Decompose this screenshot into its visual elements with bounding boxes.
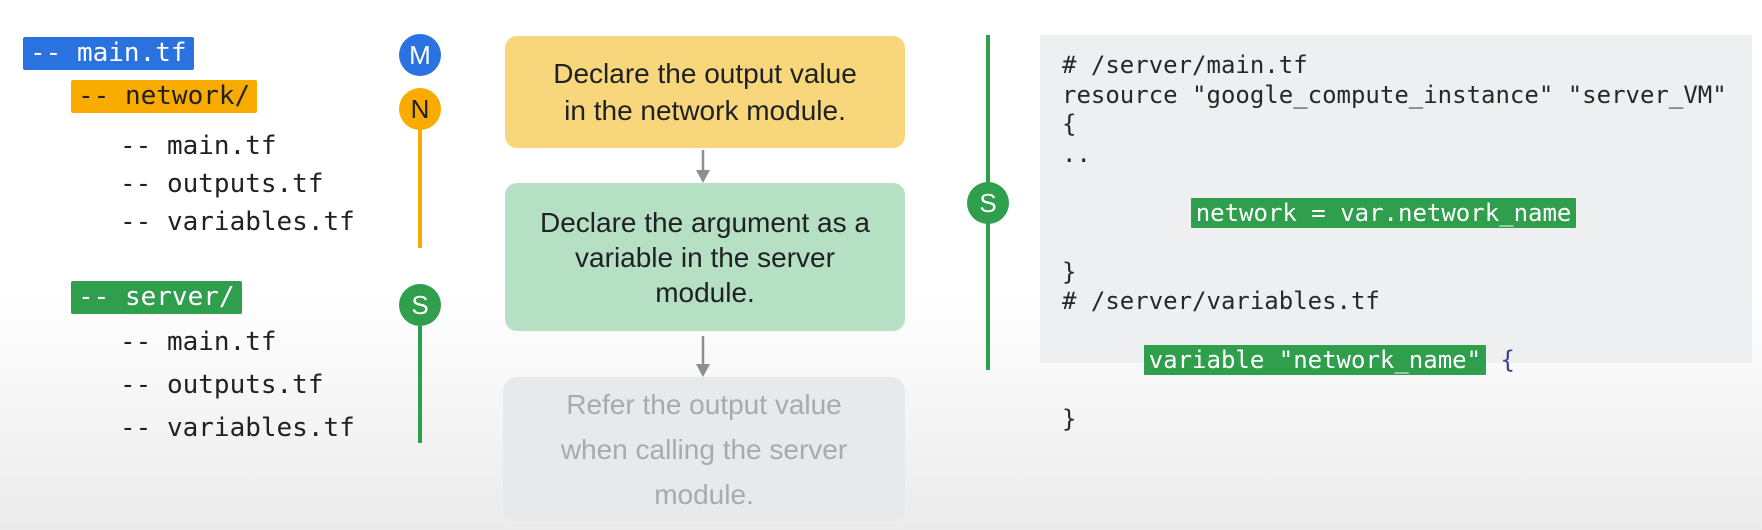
file-tree-item-server-dir: -- server/ bbox=[71, 281, 242, 314]
flow-step-text-line: in the network module. bbox=[564, 95, 846, 126]
file-tree-item-network-main-tf: -- main.tf bbox=[120, 131, 277, 161]
code-line: # /server/variables.tf bbox=[1062, 287, 1380, 315]
file-tree-item-network-outputs-tf: -- outputs.tf bbox=[120, 169, 324, 199]
file-tree-item-network-dir: -- network/ bbox=[71, 80, 258, 113]
flow-step-text-line: variable in the server bbox=[575, 241, 835, 273]
code-line: resource "google_compute_instance" "serv… bbox=[1062, 80, 1727, 109]
flow-step-refer-output: Refer the output value when calling the … bbox=[503, 377, 905, 522]
module-marker-server-icon: S bbox=[399, 284, 441, 326]
code-line: { bbox=[1062, 110, 1077, 138]
down-arrow-icon bbox=[696, 150, 710, 183]
code-panel: # /server/main.tf resource "google_compu… bbox=[1040, 35, 1752, 433]
code-line: .. bbox=[1062, 139, 1091, 168]
network-connector-line bbox=[418, 130, 422, 248]
highlighted-code: network = var.network_name bbox=[1190, 197, 1577, 228]
file-tree-item-server-variables-tf: -- variables.tf bbox=[120, 413, 355, 443]
down-arrow-icon bbox=[696, 336, 710, 377]
code-brace: { bbox=[1486, 346, 1515, 374]
module-marker-network-icon: N bbox=[399, 88, 441, 130]
flow-step-declare-output: Declare the output value in the network … bbox=[505, 36, 905, 148]
flow-step-text-line: Declare the output value bbox=[553, 58, 857, 89]
server-code-marker-icon: S bbox=[967, 182, 1009, 224]
flow-step-text-line: Declare the argument as a bbox=[540, 206, 870, 238]
file-tree-item-server-main-tf: -- main.tf bbox=[120, 327, 277, 357]
code-line-highlighted: variable "network_name" { bbox=[1062, 317, 1752, 406]
file-tree-item-server-outputs-tf: -- outputs.tf bbox=[120, 370, 324, 400]
module-marker-main-icon: M bbox=[399, 34, 441, 76]
code-line: } bbox=[1062, 257, 1077, 286]
file-tree-item-root-main-tf: -- main.tf bbox=[23, 37, 194, 70]
flow-step-declare-variable: Declare the argument as a variable in th… bbox=[505, 183, 905, 331]
code-line: # /server/main.tf bbox=[1062, 51, 1308, 79]
code-line-highlighted: network = var.network_name bbox=[1062, 169, 1752, 258]
flow-step-text-line: module. bbox=[655, 276, 755, 308]
flow-step-text-line: when calling the server bbox=[560, 434, 848, 465]
flow-step-text-line: Refer the output value bbox=[566, 389, 842, 420]
code-line: } bbox=[1062, 405, 1077, 433]
file-tree-item-network-variables-tf: -- variables.tf bbox=[120, 207, 355, 237]
highlighted-code: variable "network_name" bbox=[1143, 345, 1487, 375]
flow-step-text-line: module. bbox=[654, 479, 754, 510]
server-connector-line bbox=[418, 326, 422, 443]
